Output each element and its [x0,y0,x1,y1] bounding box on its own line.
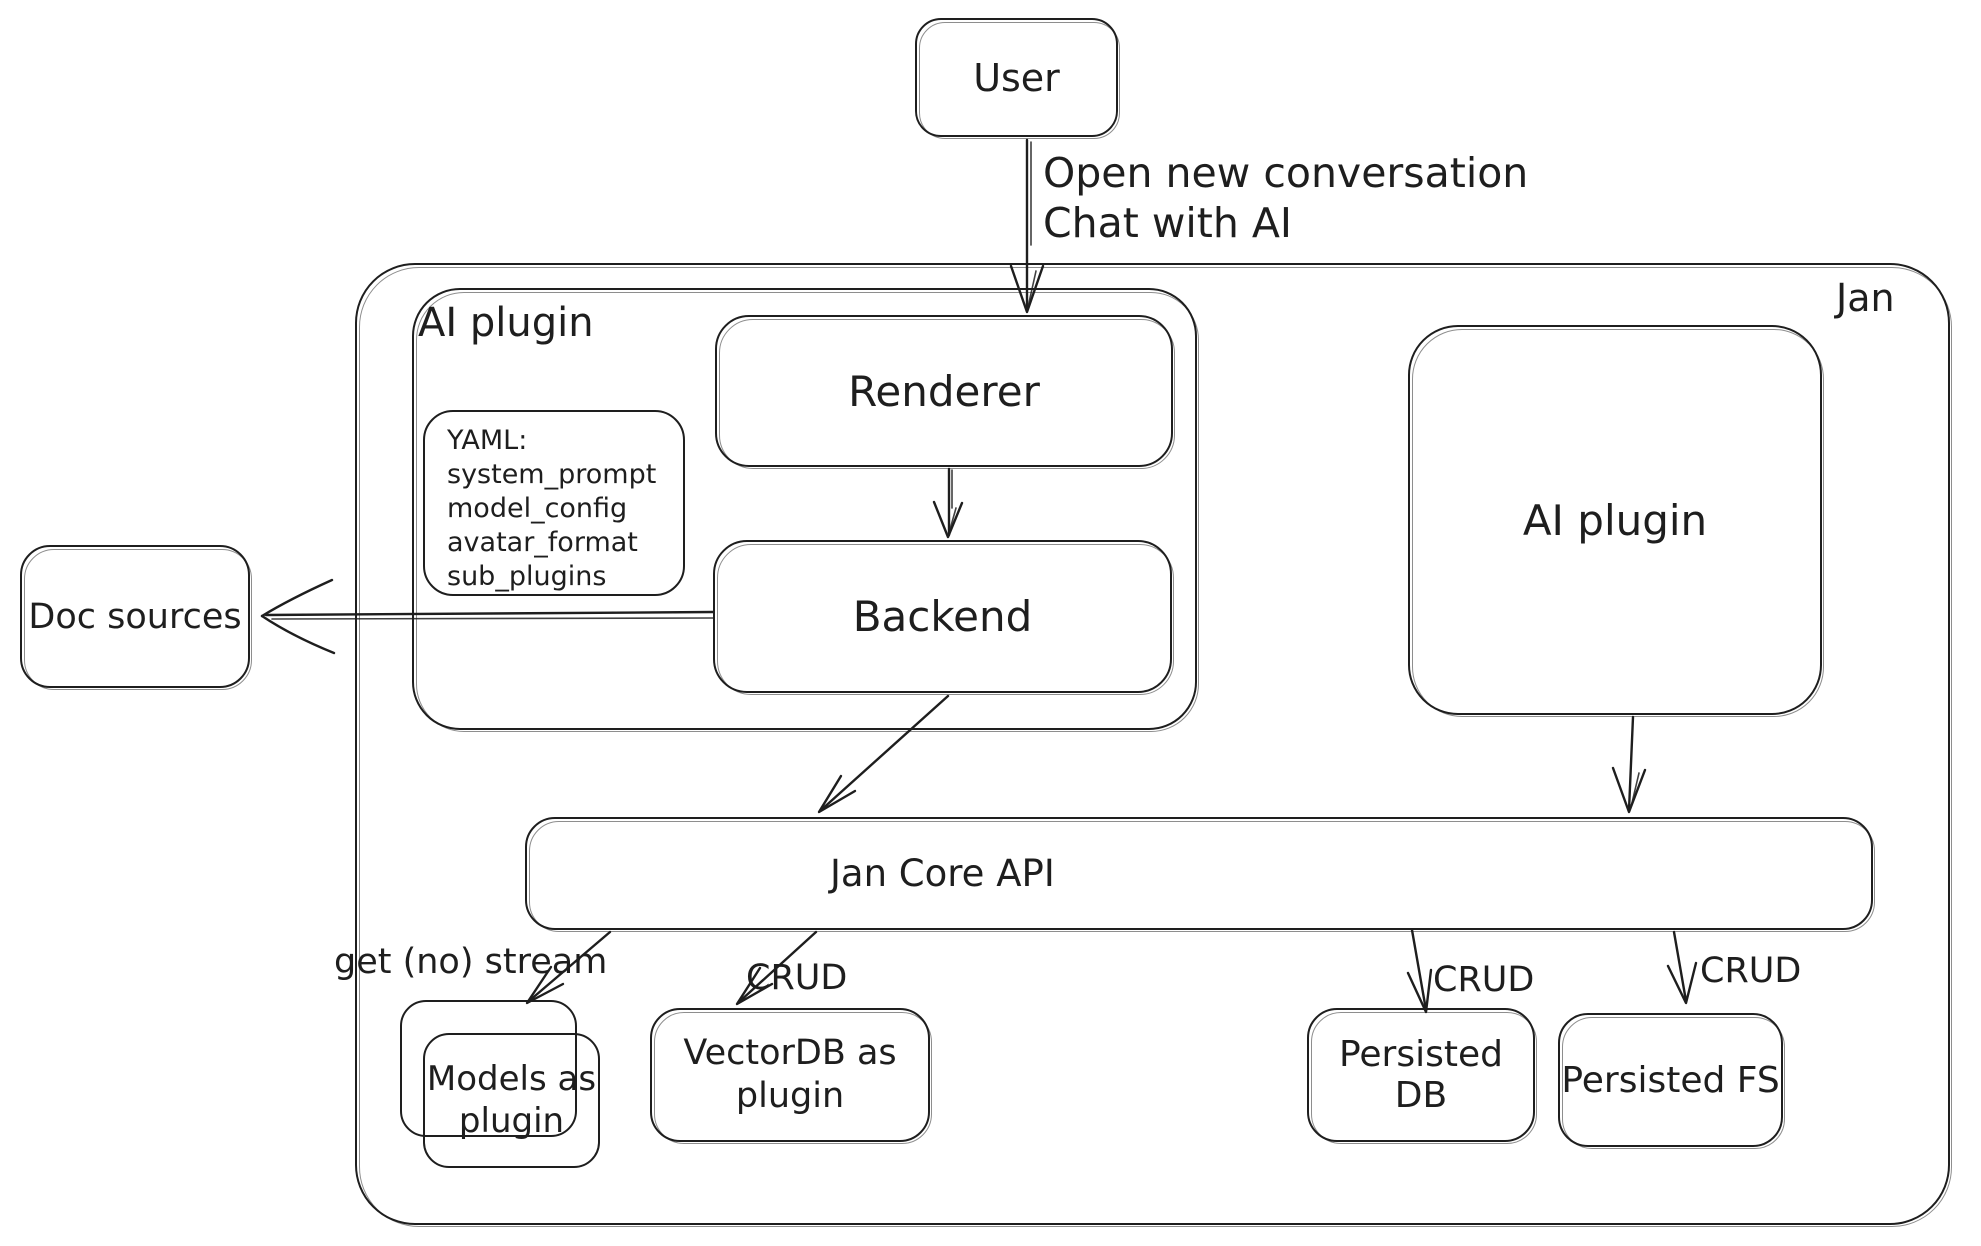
persisted-fs-label: Persisted FS [1561,1059,1780,1101]
yaml-note-title: YAML: [447,425,528,456]
backend-label: Backend [852,592,1033,641]
jan-core-api-label: Jan Core API [830,852,1055,895]
models-plugin-box: Models as plugin [423,1033,600,1168]
crud-label-persisted-fs: CRUD [1700,951,1802,991]
renderer-label: Renderer [848,366,1040,416]
get-no-stream-label: get (no) stream [334,942,608,982]
ai-plugin-left-label: AI plugin [418,300,594,346]
user-box: User [915,18,1120,139]
yaml-note-text: YAML: system_prompt model_config avatar_… [447,424,656,594]
doc-sources-box: Doc sources [20,545,252,690]
persisted-fs-box: Persisted FS [1558,1013,1785,1149]
persisted-db-box: Persisted DB [1307,1008,1537,1144]
user-label: User [973,55,1060,100]
vectordb-plugin-label: VectorDB as plugin [683,1033,897,1116]
jan-container-label: Jan [1836,276,1895,320]
models-plugin-label: Models as plugin [426,1059,597,1141]
jan-core-api-box: Jan Core API [525,817,1875,932]
yaml-note-box: YAML: system_prompt model_config avatar_… [423,410,685,596]
vectordb-plugin-box: VectorDB as plugin [650,1008,932,1144]
yaml-note-line: sub_plugins [447,561,607,592]
backend-box: Backend [713,540,1174,695]
persisted-db-label: Persisted DB [1338,1034,1503,1116]
user-arrow-label: Open new conversation Chat with AI [1043,149,1529,247]
renderer-box: Renderer [715,315,1175,469]
yaml-note-line: avatar_format [447,527,638,558]
crud-label-vectordb: CRUD [746,958,848,998]
ai-plugin-right-box: AI plugin [1408,325,1824,717]
ai-plugin-right-label: AI plugin [1522,495,1708,545]
models-plugin-back-box [400,1000,577,1137]
yaml-note-line: model_config [447,493,628,524]
crud-label-persisted-db: CRUD [1433,960,1535,1000]
yaml-note-line: system_prompt [447,459,657,490]
doc-sources-label: Doc sources [28,596,242,637]
